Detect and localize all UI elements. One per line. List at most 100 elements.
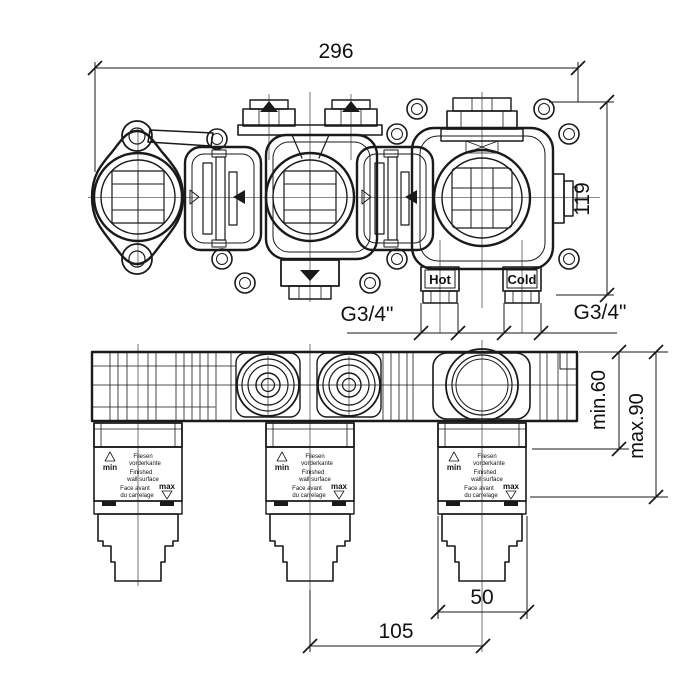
- svg-text:Fliesen: Fliesen: [477, 454, 496, 460]
- svg-text:vorderkante: vorderkante: [473, 461, 505, 467]
- svg-text:wall surface: wall surface: [298, 477, 331, 483]
- check-valve-icon: [189, 189, 200, 205]
- check-valve-assembly-left: [183, 145, 263, 252]
- mounting-hole: [386, 123, 408, 145]
- dim-tick: [648, 489, 664, 505]
- bracket-arm: [147, 129, 214, 147]
- dim-tick: [599, 287, 615, 303]
- hex-cap: [324, 99, 378, 127]
- valve-body: [90, 348, 579, 423]
- svg-text:Finished: Finished: [474, 470, 497, 476]
- dim-tick: [87, 60, 103, 76]
- dim-105-label: 105: [378, 620, 413, 643]
- mounting-hole: [206, 128, 228, 150]
- mounting-hole: [558, 248, 580, 270]
- flow-arrow-icon: [233, 190, 245, 204]
- wall-surface-marking: min Fliesen vorderkante Finished wall su…: [103, 451, 176, 500]
- dim-296-label: 296: [318, 40, 353, 63]
- dim-50-label: 50: [470, 586, 493, 609]
- mounting-hole: [533, 98, 555, 120]
- max-label: max: [503, 482, 520, 491]
- flow-arrow-icon: [342, 101, 360, 112]
- max-label: max: [159, 482, 176, 491]
- dim-max-depth: max.90: [530, 344, 668, 505]
- cartridge-middle: min Fliesen vorderkante Finished wall su…: [265, 422, 355, 582]
- min-arrow-icon: [104, 451, 116, 462]
- body-ribs: [109, 351, 568, 422]
- check-valve-icon: [361, 189, 372, 205]
- wall-surface-marking: min Fliesen vorderkante Finished wall su…: [275, 451, 348, 500]
- svg-text:Finished: Finished: [302, 470, 325, 476]
- manifold-plate: [237, 124, 383, 136]
- dim-tick: [475, 638, 491, 654]
- svg-text:Face avant: Face avant: [292, 486, 322, 492]
- mounting-hole: [211, 248, 233, 270]
- valve-middle: [264, 151, 356, 243]
- svg-text:Fliesen: Fliesen: [133, 454, 152, 460]
- top-view: Hot Cold 296 1: [87, 40, 627, 341]
- min-label: min: [275, 463, 289, 472]
- dim-tick: [430, 604, 446, 620]
- mounting-hole: [558, 123, 580, 145]
- dim-overall-width: 296: [87, 40, 586, 172]
- svg-text:Face avant: Face avant: [464, 486, 494, 492]
- bracket-screw-hole: [128, 127, 146, 145]
- dim-tick: [413, 325, 429, 341]
- flow-arrow-icon: [260, 101, 278, 112]
- mounting-hole: [234, 272, 256, 294]
- mounting-hole: [359, 272, 381, 294]
- dim-tick: [450, 325, 466, 341]
- dim-tick: [519, 604, 535, 620]
- dim-tick: [648, 344, 664, 360]
- max-label: max: [331, 482, 348, 491]
- dim-cartridge-width: 50: [430, 516, 535, 620]
- cartridge-left: min Fliesen vorderkante Finished wall su…: [93, 422, 183, 582]
- svg-text:vorderkante: vorderkante: [301, 461, 333, 467]
- svg-text:du carrelage: du carrelage: [292, 493, 326, 499]
- dim-min-depth: min.60: [532, 344, 668, 457]
- dim-tick: [496, 325, 512, 341]
- thread-right-label: G3/4": [574, 301, 627, 324]
- bottom-outlet: [280, 259, 340, 300]
- svg-text:Fliesen: Fliesen: [305, 454, 324, 460]
- max-arrow-icon: [333, 490, 345, 500]
- valve-right: [432, 148, 532, 248]
- mounting-holes: [206, 98, 580, 294]
- cartridge-right: min Fliesen vorderkante Finished wall su…: [437, 422, 527, 582]
- cold-port: Cold: [502, 266, 542, 304]
- dim-overall-height: 119: [549, 94, 615, 303]
- dim-port-spacing: 105: [302, 590, 491, 654]
- right-valve-housing: [410, 97, 578, 271]
- mounting-hole: [386, 248, 408, 270]
- dim-tick: [611, 441, 627, 457]
- wall-surface-marking: min Fliesen vorderkante Finished wall su…: [447, 451, 520, 500]
- min-arrow-icon: [276, 451, 288, 462]
- min60-label: min.60: [588, 370, 610, 430]
- max-arrow-icon: [161, 490, 173, 500]
- min-label: min: [447, 463, 461, 472]
- dim-tick: [611, 344, 627, 360]
- dim-tick: [302, 638, 318, 654]
- hex-cap: [242, 99, 296, 127]
- dim-tick: [599, 94, 615, 110]
- dim-tick: [533, 325, 549, 341]
- valve-left: [92, 151, 184, 243]
- cold-label: Cold: [508, 272, 537, 287]
- side-outlet-boss: [552, 173, 578, 224]
- svg-text:Face avant: Face avant: [120, 486, 150, 492]
- front-view-centerlines: [137, 340, 483, 652]
- hot-port: Hot: [420, 266, 460, 304]
- svg-text:wall surface: wall surface: [126, 477, 159, 483]
- bracket-screw-hole: [128, 250, 146, 268]
- svg-text:wall surface: wall surface: [470, 477, 503, 483]
- outlet-arrow-icon: [300, 270, 320, 281]
- check-valve-assembly-right: [355, 145, 435, 252]
- mounting-hole: [406, 98, 428, 120]
- svg-text:du carrelage: du carrelage: [120, 493, 154, 499]
- hot-label: Hot: [429, 272, 451, 287]
- thread-left-label: G3/4": [341, 303, 394, 326]
- max-arrow-icon: [505, 490, 517, 500]
- front-view: min Fliesen vorderkante Finished wall su…: [90, 340, 668, 654]
- min-arrow-icon: [448, 451, 460, 462]
